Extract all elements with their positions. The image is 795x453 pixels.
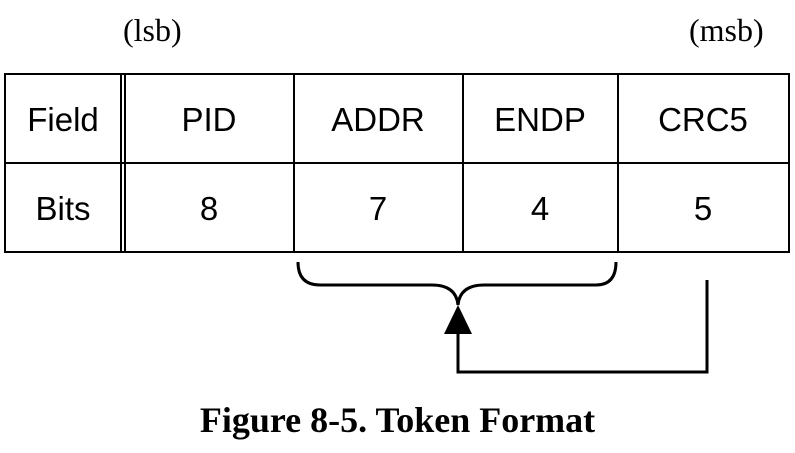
- header-cell-pid: PID: [181, 101, 236, 138]
- header-cell-addr: ADDR: [331, 101, 425, 138]
- bits-cell-label: Bits: [35, 190, 90, 227]
- field-table: [4, 73, 790, 253]
- header-cell-crc5: CRC5: [658, 101, 748, 138]
- lsb-label: (lsb): [123, 12, 182, 48]
- header-cell-endp: ENDP: [494, 101, 586, 138]
- bits-cell-crc5: 5: [694, 190, 712, 227]
- arrow-head-icon: [444, 305, 472, 334]
- bits-cell-endp: 4: [531, 190, 549, 227]
- header-cell-field: Field: [27, 101, 99, 138]
- msb-label: (msb): [689, 12, 764, 48]
- crc-coverage-arrow-line: [456, 280, 709, 374]
- curly-brace: [296, 261, 618, 306]
- bits-cell-pid: 8: [200, 190, 218, 227]
- bits-cell-addr: 7: [369, 190, 387, 227]
- figure-caption: Figure 8-5. Token Format: [199, 400, 596, 440]
